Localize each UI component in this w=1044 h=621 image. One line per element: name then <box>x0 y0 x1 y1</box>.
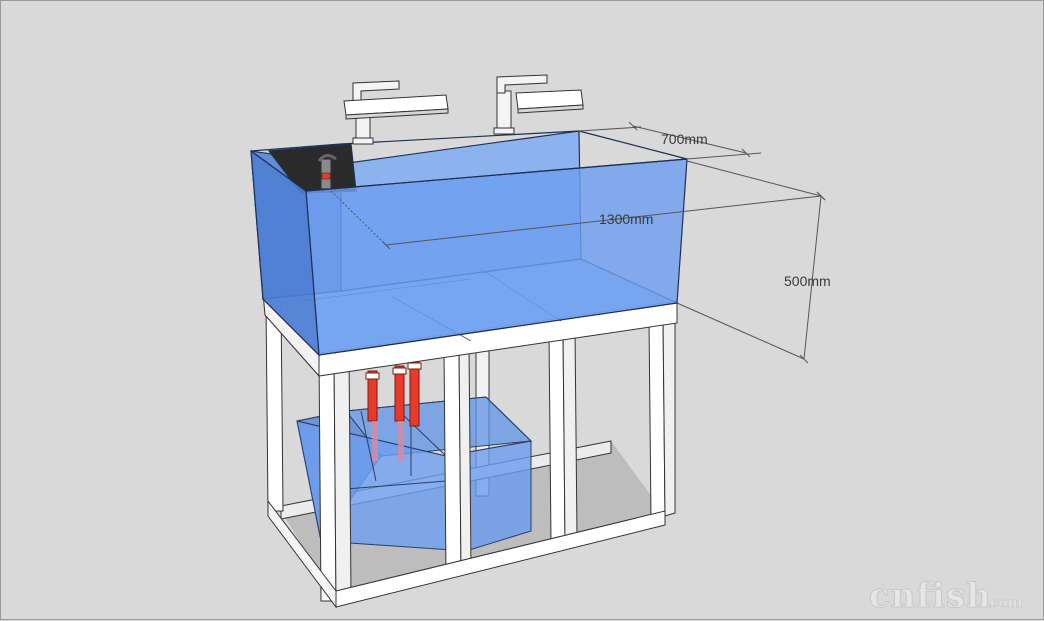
dimension-depth <box>578 121 762 160</box>
dimension-depth-label: 700mm <box>661 131 708 147</box>
aquarium-light-right <box>493 74 584 135</box>
return-pipe <box>409 360 420 427</box>
dimension-height <box>676 191 826 364</box>
display-tank <box>250 130 688 357</box>
stand-front-frame <box>262 291 678 609</box>
aquarium-light-left <box>343 80 449 145</box>
dimension-length-label: 1300mm <box>599 211 653 227</box>
site-watermark: cnfish .com <box>869 576 1024 617</box>
svg-text:cnfish: cnfish <box>869 576 992 616</box>
svg-text:.com: .com <box>985 595 1023 611</box>
dimension-height-label: 500mm <box>784 273 831 289</box>
plumbing-pipes <box>365 360 422 461</box>
